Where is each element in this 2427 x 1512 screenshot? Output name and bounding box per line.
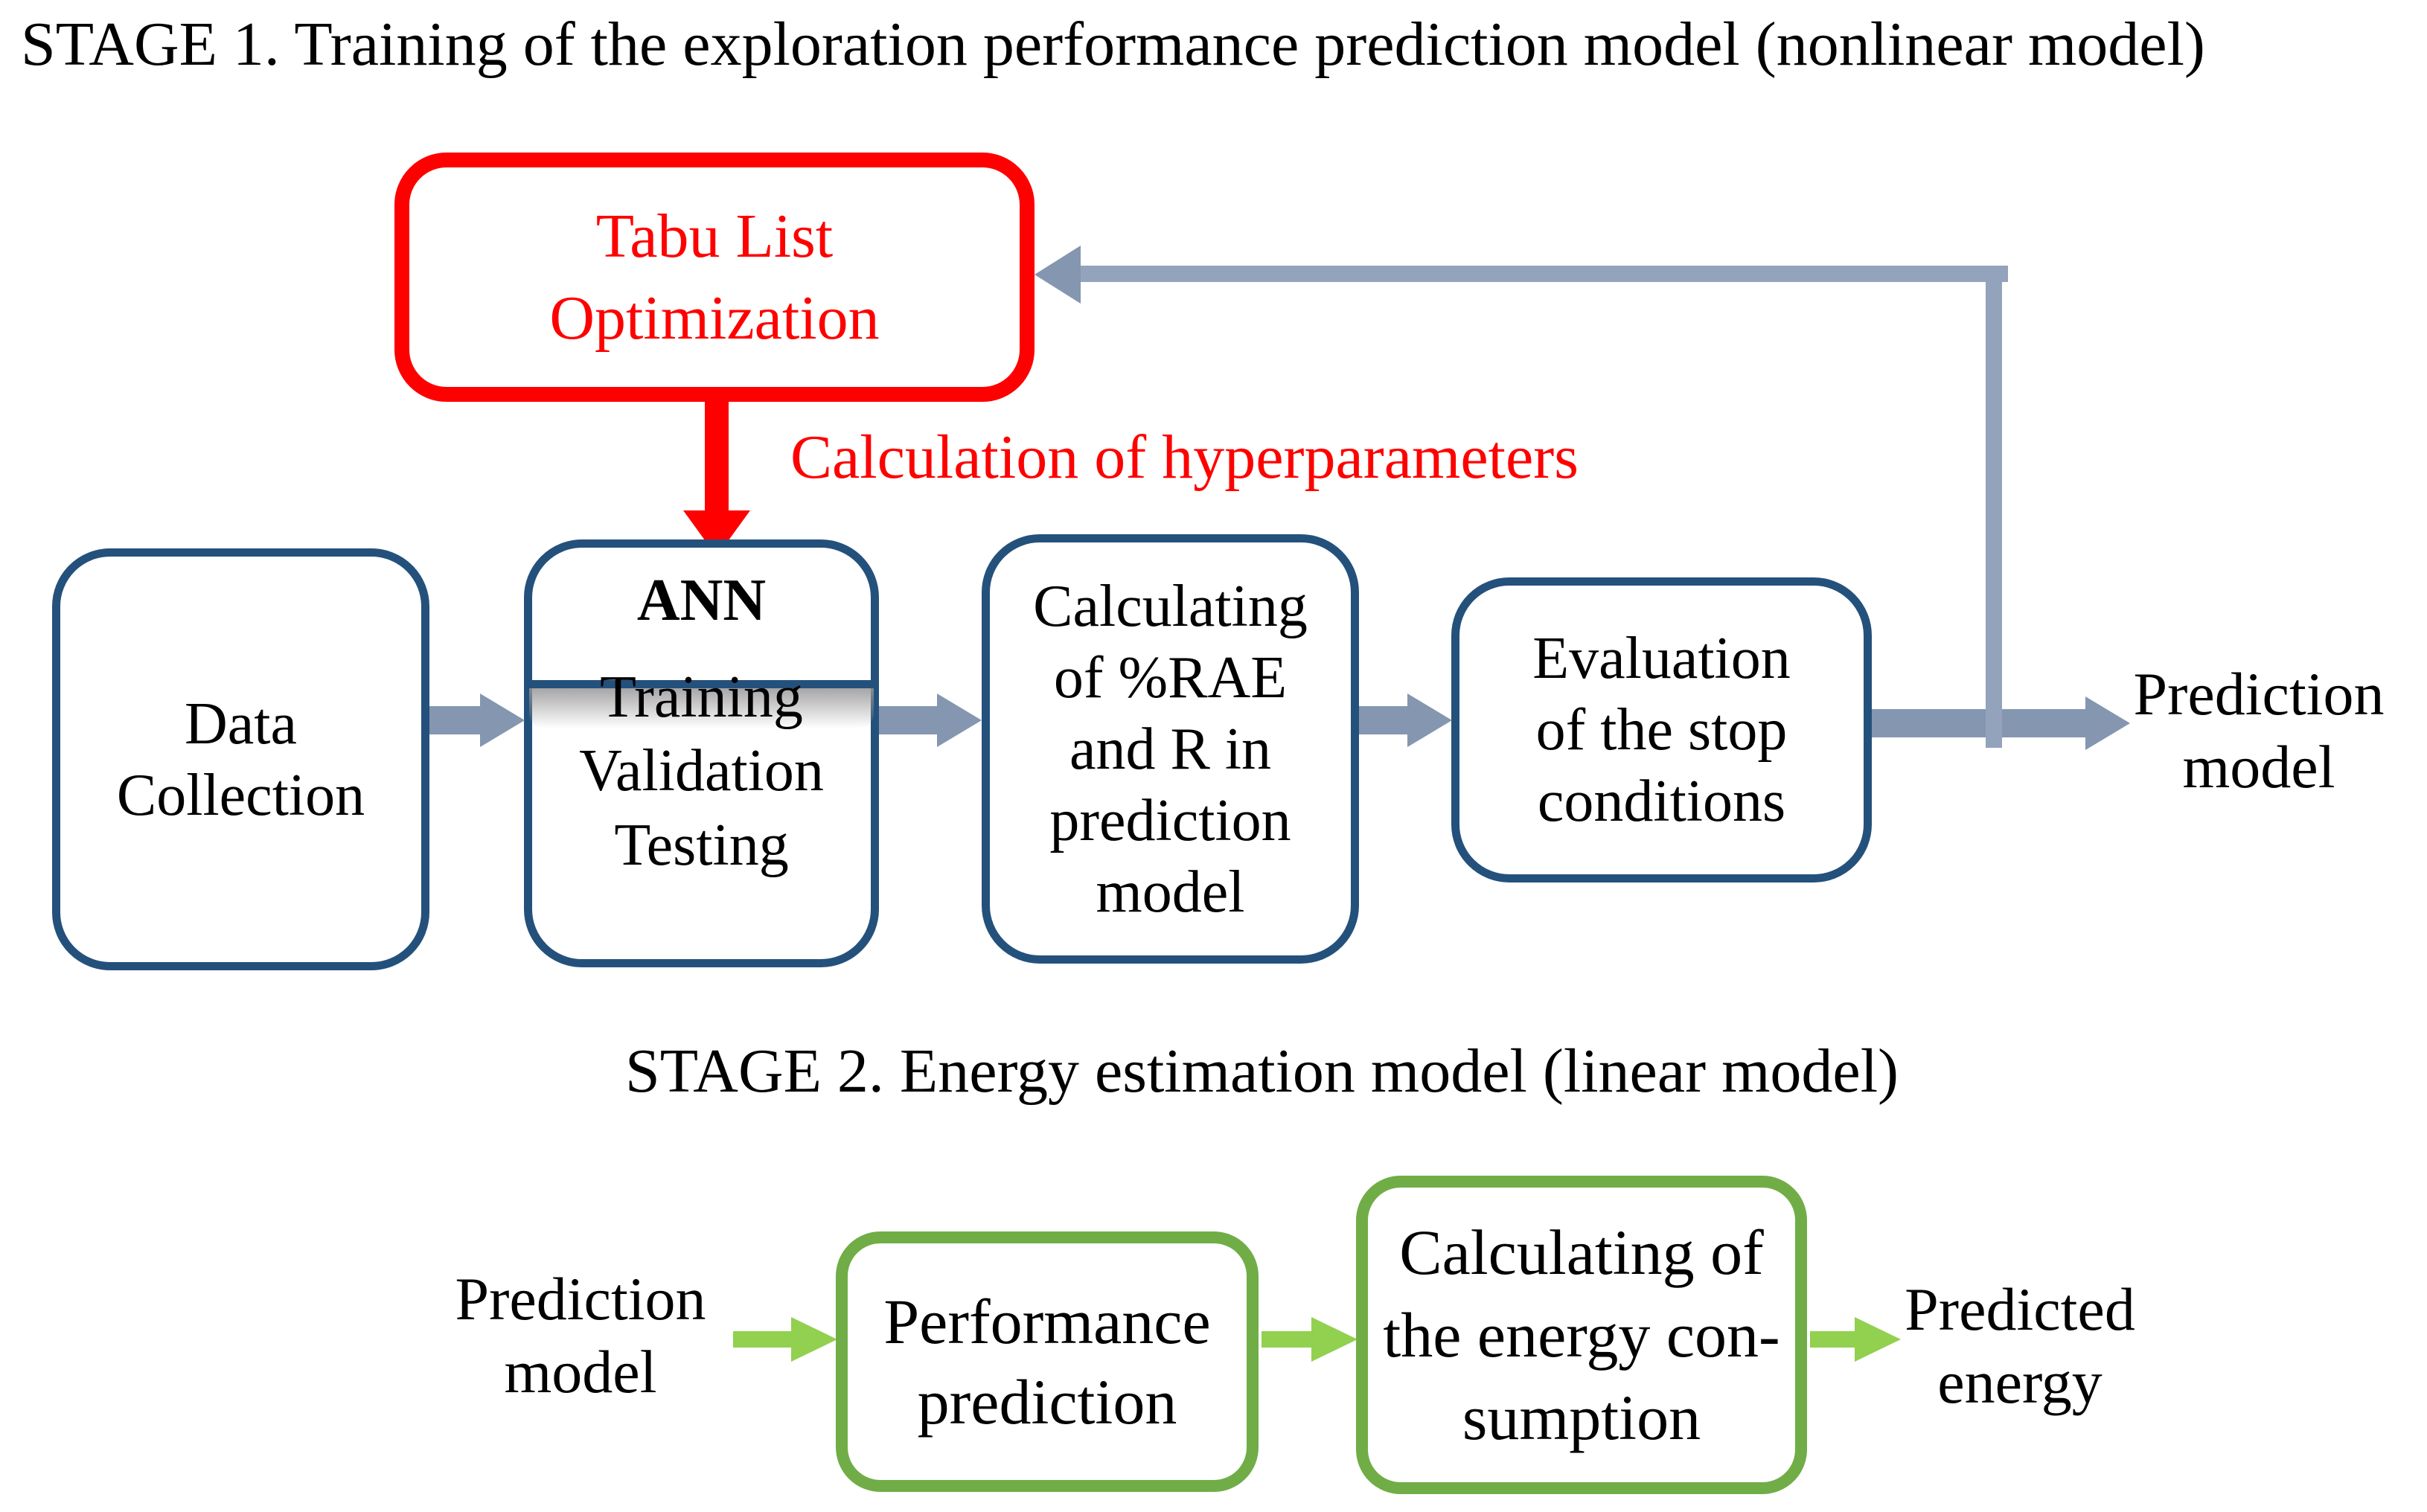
tabu-list-optimization-box: Tabu List Optimization (394, 153, 1035, 402)
box-line: Data (184, 691, 297, 757)
feedback-left-arrow-icon (1035, 246, 1081, 304)
performance-prediction-box: Performance prediction (836, 1231, 1259, 1492)
box-line: Calculating (1033, 573, 1308, 639)
ann-box: ANN Training Validation Testing (524, 539, 879, 967)
ann-heading: ANN (636, 568, 767, 633)
box-line: of %RAE (1053, 644, 1288, 711)
box-line: Testing (614, 813, 789, 878)
feedback-line-vertical (1986, 266, 2002, 748)
box-line: of the stop (1535, 697, 1788, 763)
ann-separator-shadow (529, 688, 874, 728)
label-line: model (504, 1338, 657, 1406)
red-down-arrow-shaft (705, 399, 729, 512)
stop-conditions-box: Evaluation of the stop conditions (1451, 577, 1872, 882)
box-line: sumption (1462, 1381, 1701, 1453)
prediction-model-output-label: Prediction model (2117, 658, 2400, 804)
box-line: and R in (1069, 716, 1272, 782)
arrow-data-to-ann-icon (480, 693, 525, 747)
label-line: Predicted (1905, 1275, 2135, 1343)
label-line: energy (1937, 1348, 2103, 1416)
hyperparameters-label: Calculation of hyperparameters (790, 423, 1579, 492)
arrow-data-to-ann-shaft (429, 706, 482, 734)
energy-consumption-box: Calculating of the energy con- sumption (1356, 1176, 1807, 1494)
box-line: Validation (579, 738, 824, 804)
prediction-model-input-label: Prediction model (439, 1263, 722, 1409)
box-line: Collection (116, 762, 365, 828)
rae-calculation-box: Calculating of %RAE and R in prediction … (982, 534, 1359, 964)
box-line: model (1096, 859, 1245, 925)
feedback-line-horizontal (1078, 266, 2008, 282)
stage1-title: STAGE 1. Training of the exploration per… (21, 10, 2205, 79)
data-collection-box: Data Collection (52, 548, 429, 970)
tabu-box-line: Tabu List (595, 201, 834, 271)
arrow-output-icon (2085, 696, 2130, 750)
box-line: prediction (917, 1366, 1177, 1438)
box-line: the energy con- (1383, 1298, 1780, 1371)
box-line: Calculating of (1399, 1216, 1764, 1288)
arrow-rae-to-stop-icon (1407, 693, 1452, 747)
arrow-performance-to-energy-icon (1311, 1317, 1358, 1362)
box-line: Performance (883, 1286, 1211, 1357)
ann-separator-line (524, 680, 879, 688)
tabu-box-line: Optimization (549, 283, 880, 353)
arrow-output-shaft (1872, 709, 2087, 737)
label-line: model (2182, 733, 2335, 801)
arrow-energy-to-output-shaft (1810, 1331, 1856, 1348)
arrow-input-to-performance-icon (791, 1317, 837, 1362)
box-line: Evaluation (1532, 626, 1791, 691)
box-line: Training (600, 664, 803, 730)
stage2-title: STAGE 2. Energy estimation model (linear… (625, 1037, 1899, 1106)
predicted-energy-label: Predicted energy (1878, 1273, 2161, 1419)
arrow-ann-to-rae-icon (937, 693, 982, 747)
box-line: prediction (1049, 787, 1291, 853)
arrow-input-to-performance-shaft (733, 1331, 793, 1348)
label-line: Prediction (2133, 660, 2385, 728)
label-line: Prediction (455, 1265, 706, 1333)
arrow-performance-to-energy-shaft (1262, 1331, 1313, 1348)
arrow-ann-to-rae-shaft (879, 706, 938, 734)
box-line: conditions (1537, 769, 1786, 834)
arrow-rae-to-stop-shaft (1359, 706, 1409, 734)
arrow-energy-to-output-icon (1855, 1317, 1901, 1362)
